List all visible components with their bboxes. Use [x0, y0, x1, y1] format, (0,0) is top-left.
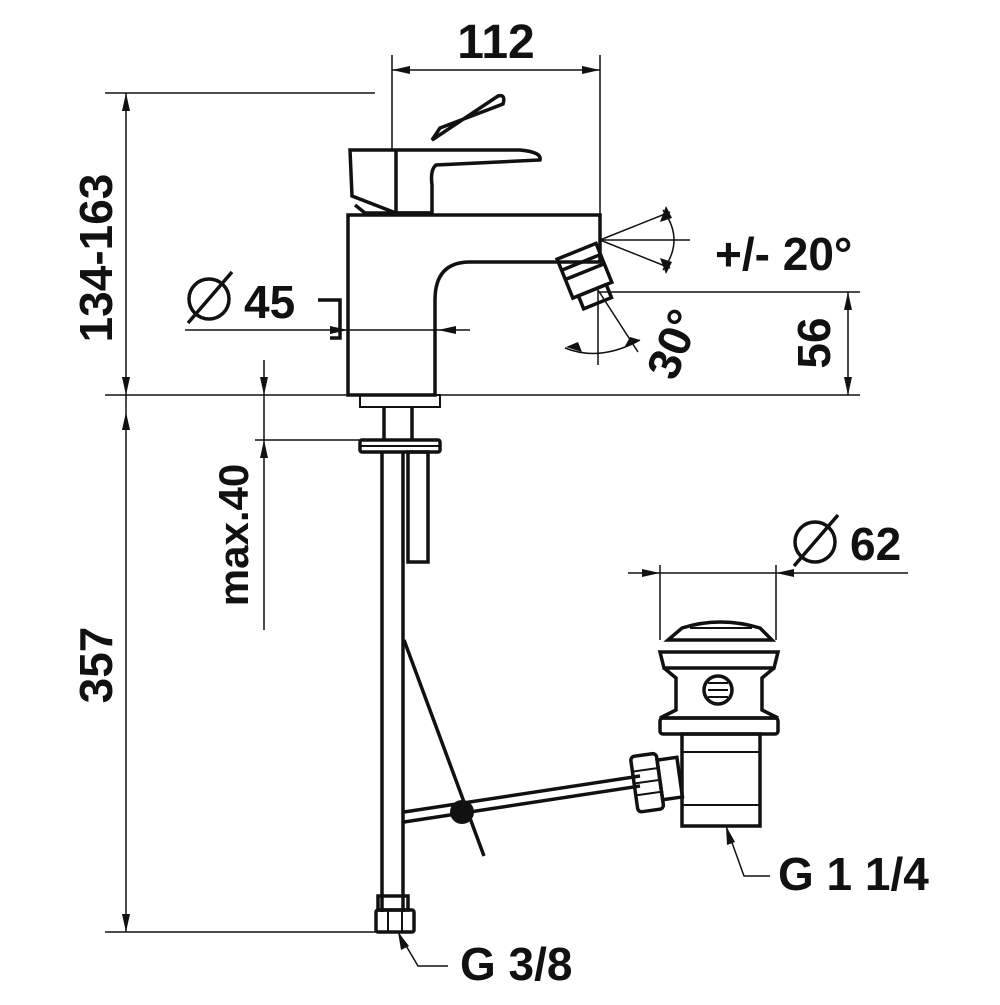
diameter-symbol-icon [792, 513, 840, 568]
dimension-tilt-angle: 30° [564, 289, 710, 386]
callout-supply-thread-label: G 3/8 [460, 938, 573, 990]
callout-waste-thread: G 1 1/4 [725, 825, 929, 900]
callout-waste-thread-label: G 1 1/4 [778, 848, 929, 900]
dimension-waste-diameter-label: 62 [850, 518, 901, 570]
dimension-swivel-angle-label: +/- 20° [715, 228, 852, 280]
dimension-base-diameter: 45 [185, 270, 470, 334]
dimension-swivel-angle: +/- 20° [599, 206, 852, 280]
callout-supply-thread: G 3/8 [397, 931, 573, 990]
bidet-nozzle [554, 241, 615, 312]
dimension-max-deck-thickness: max.40 [210, 360, 360, 630]
dimension-total-length: 357 [70, 395, 395, 933]
dimension-jet-height: 56 [600, 291, 860, 395]
mounting-assembly [358, 394, 442, 934]
dimension-total-length-label: 357 [70, 627, 122, 704]
mixer-body [318, 93, 602, 397]
dimension-max-deck-thickness-label: max.40 [210, 464, 257, 606]
dimension-waste-diameter: 62 [628, 513, 908, 640]
dimension-jet-height-label: 56 [788, 317, 840, 368]
dimension-spout-reach: 112 [391, 16, 601, 215]
dimension-height-range: 134-163 [70, 92, 375, 395]
diameter-symbol-icon [186, 270, 234, 325]
dimension-tilt-angle-label: 30° [636, 302, 710, 386]
dimension-base-diameter-label: 45 [244, 276, 295, 328]
dimension-height-range-label: 134-163 [70, 174, 122, 343]
waste-fitting [657, 620, 781, 828]
dimension-spout-reach-label: 112 [457, 16, 534, 69]
popup-linkage [402, 639, 685, 857]
